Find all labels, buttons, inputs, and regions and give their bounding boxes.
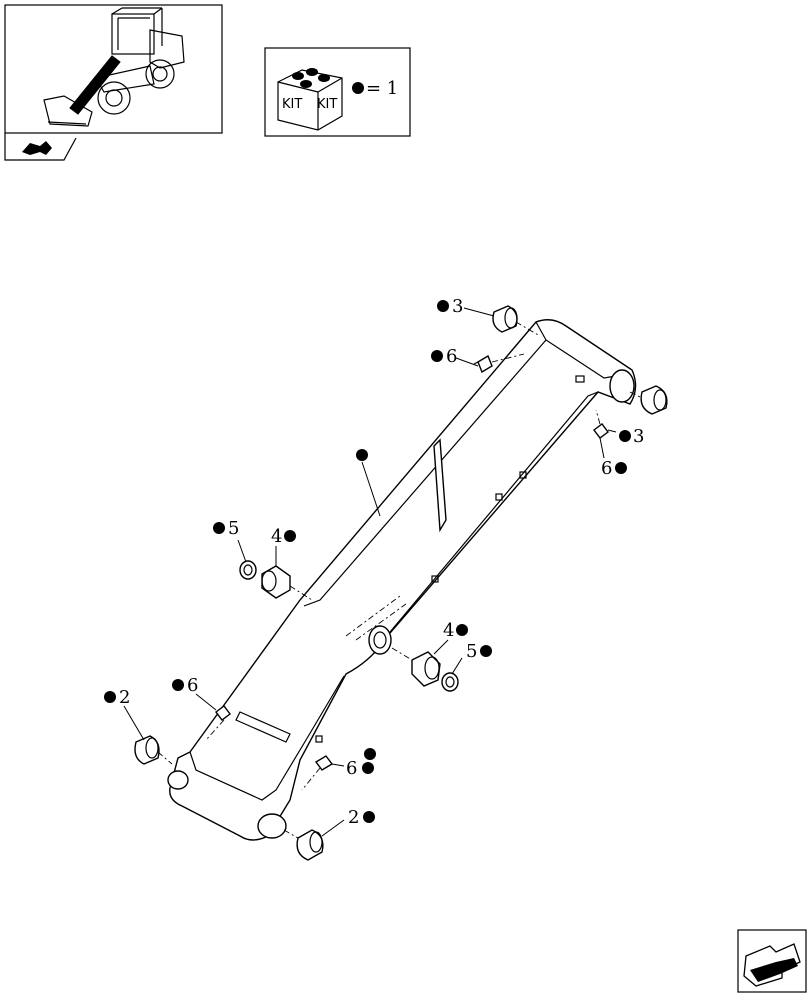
callout-bullet-6-right	[615, 462, 627, 474]
callout-bullet-5-mid	[480, 645, 492, 657]
callout-bullet-3-right	[619, 430, 631, 442]
callout-bullet-boom	[356, 449, 368, 461]
kit-legend-box: KIT KIT = 1	[264, 47, 411, 137]
boom-arm	[167, 319, 637, 841]
callout-4-left: 4	[271, 526, 282, 547]
fitting-6-right	[593, 423, 609, 439]
callout-dot-6-bottom-ref	[364, 748, 376, 760]
callout-6-right: 6	[601, 458, 612, 479]
bushing-2-bottom	[296, 829, 324, 861]
callout-6-top: 6	[446, 346, 457, 367]
kit-equals-label: = 1	[366, 78, 398, 99]
callout-bullet-6-top	[431, 350, 443, 362]
kit-text-left: KIT	[282, 97, 302, 112]
ring-5-left	[239, 560, 257, 580]
fitting-6-left	[215, 705, 231, 721]
callout-4-mid: 4	[443, 620, 454, 641]
callout-bullet-6-bottom	[362, 762, 374, 774]
bushing-3-top	[492, 305, 518, 333]
callout-bullet-2-bottom	[363, 811, 375, 823]
callout-bullet-4-mid	[456, 624, 468, 636]
navigate-prev-arrow-icon[interactable]	[4, 133, 77, 161]
navigate-next-arrow-icon[interactable]	[737, 929, 807, 993]
bushing-3-right	[640, 385, 668, 415]
kit-box-icon: KIT KIT	[277, 68, 343, 131]
callout-3-top: 3	[452, 296, 463, 317]
callout-bullet-2-left	[104, 691, 116, 703]
kit-text-right: KIT	[317, 97, 337, 112]
fitting-6-bottom	[314, 755, 334, 771]
callout-5-mid: 5	[466, 641, 477, 662]
kit-bullet-icon	[352, 82, 364, 94]
ring-5-mid	[441, 672, 459, 692]
bushing-2-left	[134, 735, 160, 765]
bushing-4-left	[261, 565, 291, 599]
callout-6-bottom: 6	[346, 758, 357, 779]
wheel-loader-thumbnail	[4, 4, 223, 134]
callout-2-left: 2	[119, 687, 130, 708]
callout-6-left: 6	[187, 675, 198, 696]
bushing-4-mid	[411, 651, 441, 687]
callout-bullet-6-left	[172, 679, 184, 691]
callout-3-right: 3	[633, 426, 644, 447]
callout-bullet-4-left	[284, 530, 296, 542]
fitting-6-top	[473, 354, 493, 374]
callout-5-left: 5	[228, 518, 239, 539]
callout-bullet-5-left	[213, 522, 225, 534]
callout-bullet-3-top	[437, 300, 449, 312]
callout-2-bottom: 2	[348, 807, 359, 828]
